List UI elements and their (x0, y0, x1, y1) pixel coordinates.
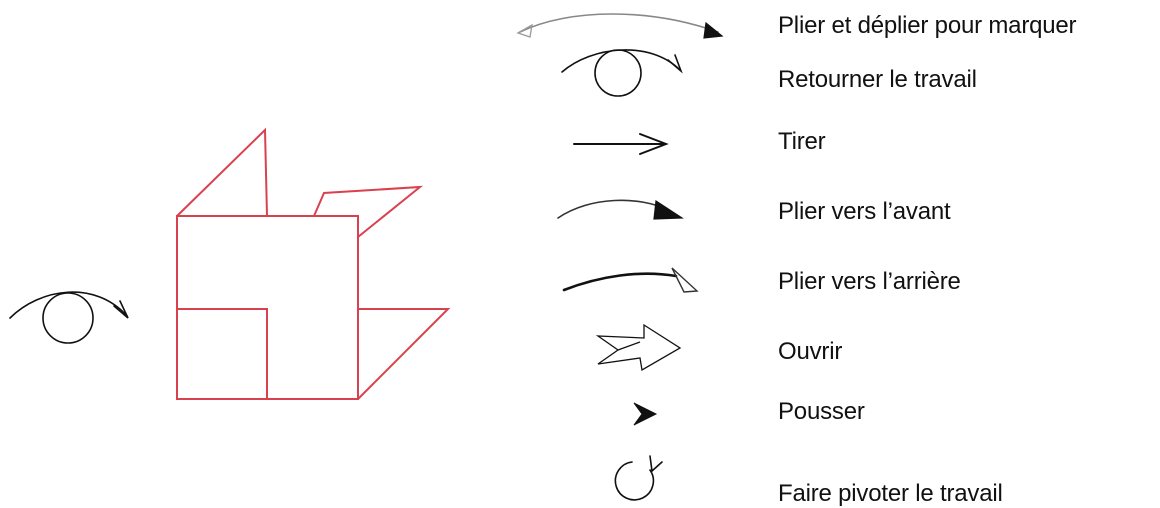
valley-fold-arrow-icon (557, 199, 684, 220)
pull-arrow-icon (573, 133, 669, 155)
figure-top-right-flap (313, 185, 424, 238)
legend-label-fold-forward: Plier vers l’avant (778, 198, 951, 225)
turn-over-icon (561, 49, 683, 97)
legend-label-push: Pousser (778, 398, 865, 425)
legend-label-fold-unfold-crease: Plier et déplier pour marquer (778, 12, 1077, 39)
folded-figure (176, 127, 451, 400)
mountain-fold-arrow-icon (562, 267, 699, 293)
rotate-icon (614, 455, 663, 501)
figure-bottom-right-flap (357, 308, 451, 400)
legend-label-turn-over: Retourner le travail (778, 66, 977, 93)
fold-unfold-crease-icon (516, 13, 724, 39)
push-arrow-icon (633, 402, 658, 426)
legend-label-fold-backward: Plier vers l’arrière (778, 268, 961, 295)
legend-label-open: Ouvrir (778, 338, 843, 365)
legend-label-rotate: Faire pivoter le travail (778, 480, 1003, 507)
figure-top-left-flap (176, 127, 268, 217)
open-arrow-icon (595, 323, 682, 372)
figure-turn-over-icon (9, 291, 129, 344)
figure-inner-square (177, 308, 268, 399)
legend-label-pull: Tirer (778, 128, 826, 155)
